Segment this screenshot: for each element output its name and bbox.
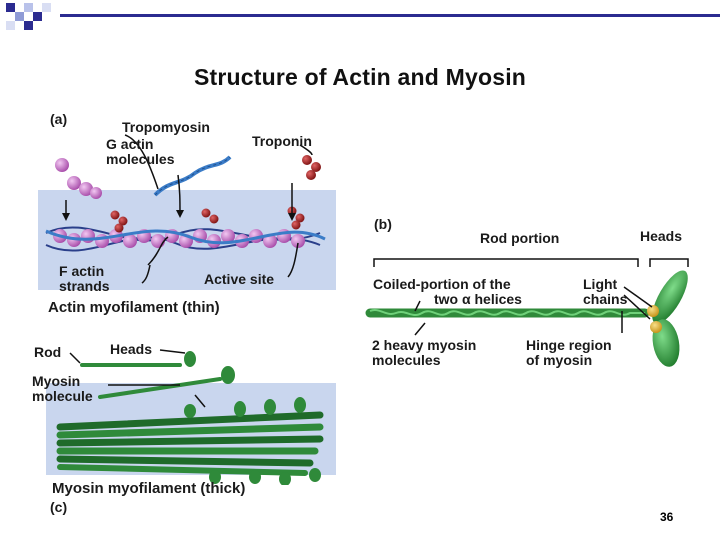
decor-square — [42, 3, 51, 12]
g-actin-cluster — [55, 158, 102, 199]
decor-square — [24, 21, 33, 30]
label-troponin: Troponin — [252, 133, 312, 149]
label-f-actin: F actin strands — [59, 263, 110, 294]
label-active-site: Active site — [204, 271, 275, 287]
coiled-rod — [365, 308, 650, 318]
label-heads-c: Heads — [110, 341, 153, 357]
page-number: 36 — [660, 510, 674, 524]
header-rule — [60, 14, 720, 17]
caption-actin: Actin myofilament (thin) — [48, 299, 220, 316]
label-hinge-region: Hinge region of myosin — [526, 337, 612, 368]
label-coiled-portion-1: Coiled-portion of the — [373, 276, 511, 292]
decor-square — [15, 12, 24, 21]
slide-title: Structure of Actin and Myosin — [193, 64, 527, 90]
label-coiled-portion-2: two α helices — [434, 291, 522, 307]
thick-filament-diagram — [46, 349, 336, 485]
label-myosin-molecule: Myosin molecule — [32, 373, 93, 404]
myosin-leader-lines — [414, 286, 653, 336]
decor-square — [33, 12, 42, 21]
label-tropomyosin: Tropomyosin — [122, 119, 210, 135]
portion-brackets — [373, 258, 689, 267]
panel-b-letter: (b) — [374, 216, 392, 232]
label-heads-b: Heads — [640, 228, 683, 244]
single-myosin-molecule — [80, 351, 235, 399]
label-g-actin: G actin molecules — [106, 136, 175, 167]
decor-square — [6, 21, 15, 30]
actin-diagram — [38, 134, 336, 290]
myosin-molecule-diagram — [365, 258, 689, 367]
panel-c-letter: (c) — [50, 499, 68, 515]
label-heavy-myosin: 2 heavy myosin molecules — [372, 337, 477, 368]
myosin-bundle — [56, 397, 324, 485]
panel-a-letter: (a) — [50, 111, 68, 127]
thick-leader-lines — [69, 349, 206, 408]
slide-decoration — [0, 0, 60, 30]
troponin-cluster — [302, 155, 321, 180]
decor-square — [6, 3, 15, 12]
label-rod-c: Rod — [34, 344, 62, 360]
label-rod-portion: Rod portion — [480, 230, 560, 246]
decor-square — [24, 3, 33, 12]
myosin-heads — [647, 270, 688, 367]
caption-myosin: Myosin myofilament (thick) — [52, 480, 246, 497]
label-light-chains: Light chains — [583, 276, 628, 307]
